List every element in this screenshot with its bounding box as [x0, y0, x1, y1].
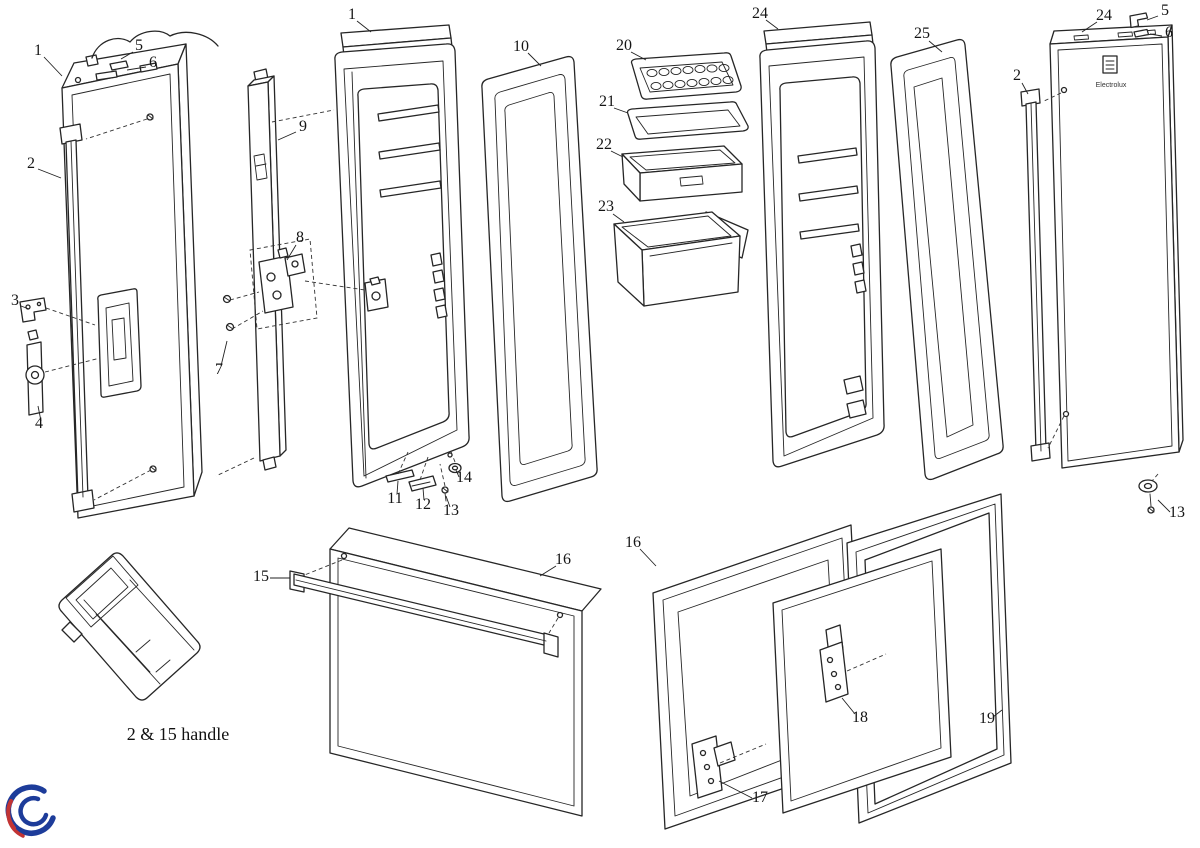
part-fridge-inner-door [334, 24, 470, 488]
part-fridge-outer-door [1049, 24, 1184, 469]
callout-gasket-25: 25 [914, 25, 930, 42]
callout-lower-door: 16 [555, 551, 571, 568]
callout-tray: 21 [599, 93, 615, 110]
callout-door-bushing: 13 [1169, 504, 1185, 521]
callout-lower-door-inner: 16 [625, 534, 641, 551]
handle-screw [340, 552, 348, 560]
callout-ice-tray: 20 [616, 37, 632, 54]
callout-middle-hinge: 8 [296, 229, 304, 246]
part-hinge-bracket-lower [25, 329, 45, 416]
callout-outer-door: 24 [1096, 7, 1112, 24]
callout-bottom-screw: 13 [443, 502, 459, 519]
part-outer-door-top-fittings [1129, 12, 1150, 38]
part-covered-bin [613, 211, 749, 307]
callout-bottom-trim: 11 [387, 490, 402, 507]
handle-screw [556, 611, 564, 619]
callout-cable: 6 [149, 54, 157, 71]
part-fridge-door-handle [1020, 88, 1051, 462]
handle-screw [1062, 410, 1070, 418]
callout-bottom-plate: 12 [415, 496, 431, 513]
callout-freezer-handle: 2 [27, 155, 35, 172]
part-freezer-door-cable [85, 30, 219, 71]
logo-swirl-inner [18, 796, 49, 827]
part-door-bushing [1138, 479, 1158, 514]
brand-label: Electrolux [1096, 82, 1127, 89]
part-upper-hinge [819, 624, 849, 703]
callout-bottom-bushing: 14 [456, 469, 472, 486]
part-handle-cross-section [58, 552, 201, 701]
cable-clip [109, 60, 129, 71]
callout-inner-door: 1 [348, 6, 356, 23]
handle-screw [1060, 86, 1068, 94]
part-door-bottom-fittings [385, 452, 462, 502]
part-lower-door-handle [289, 570, 559, 658]
publisher-logo [5, 784, 56, 838]
callout-labels: 1 5 6 2 3 4 9 8 7 1 10 11 12 13 14 20 21… [11, 2, 1185, 806]
brand-emblem [1102, 55, 1118, 74]
alignment-dashed-lines [44, 92, 1159, 764]
part-ice-cube-tray [630, 52, 742, 100]
callout-hinge-upper: 3 [11, 292, 19, 309]
callout-outer-clip: 5 [1161, 2, 1169, 19]
callout-bin: 22 [596, 136, 612, 153]
callout-outer-cable: 6 [1165, 24, 1173, 41]
part-fridge-door-gasket [890, 38, 1004, 481]
part-fridge-door-liner [759, 21, 885, 468]
callout-covered-bin: 23 [598, 198, 614, 215]
callout-freezer-door: 1 [34, 42, 42, 59]
part-lower-door-panel [772, 548, 952, 814]
part-middle-hinge [222, 247, 306, 332]
callout-lower-handle: 15 [253, 568, 269, 585]
callout-lower-hinge: 17 [752, 789, 768, 806]
callout-gasket-10: 10 [513, 38, 529, 55]
callout-leader-lines [20, 15, 1171, 799]
callout-cable-clip: 5 [135, 37, 143, 54]
callout-hinge-lower: 4 [35, 415, 43, 432]
part-freezer-door-gasket [481, 55, 598, 503]
callout-cover-strip: 9 [299, 118, 307, 135]
part-lower-door [329, 527, 602, 817]
hinge-detail-box [249, 238, 318, 330]
callout-fridge-handle: 2 [1013, 67, 1021, 84]
logo-stripe-2 [7, 818, 25, 838]
callout-lower-gasket: 19 [979, 710, 995, 727]
part-freezer-door [61, 43, 203, 519]
callout-hinge-screws: 7 [215, 361, 223, 378]
part-lower-hinge [691, 735, 736, 799]
callout-door-liner: 24 [752, 5, 768, 22]
part-door-tray [626, 101, 749, 140]
part-hinge-bracket-upper [19, 297, 47, 323]
handle-note: 2 & 15 handle [127, 724, 229, 744]
callout-upper-hinge: 18 [852, 709, 868, 726]
part-freezer-door-handle [59, 123, 95, 513]
part-door-bin [621, 145, 743, 202]
